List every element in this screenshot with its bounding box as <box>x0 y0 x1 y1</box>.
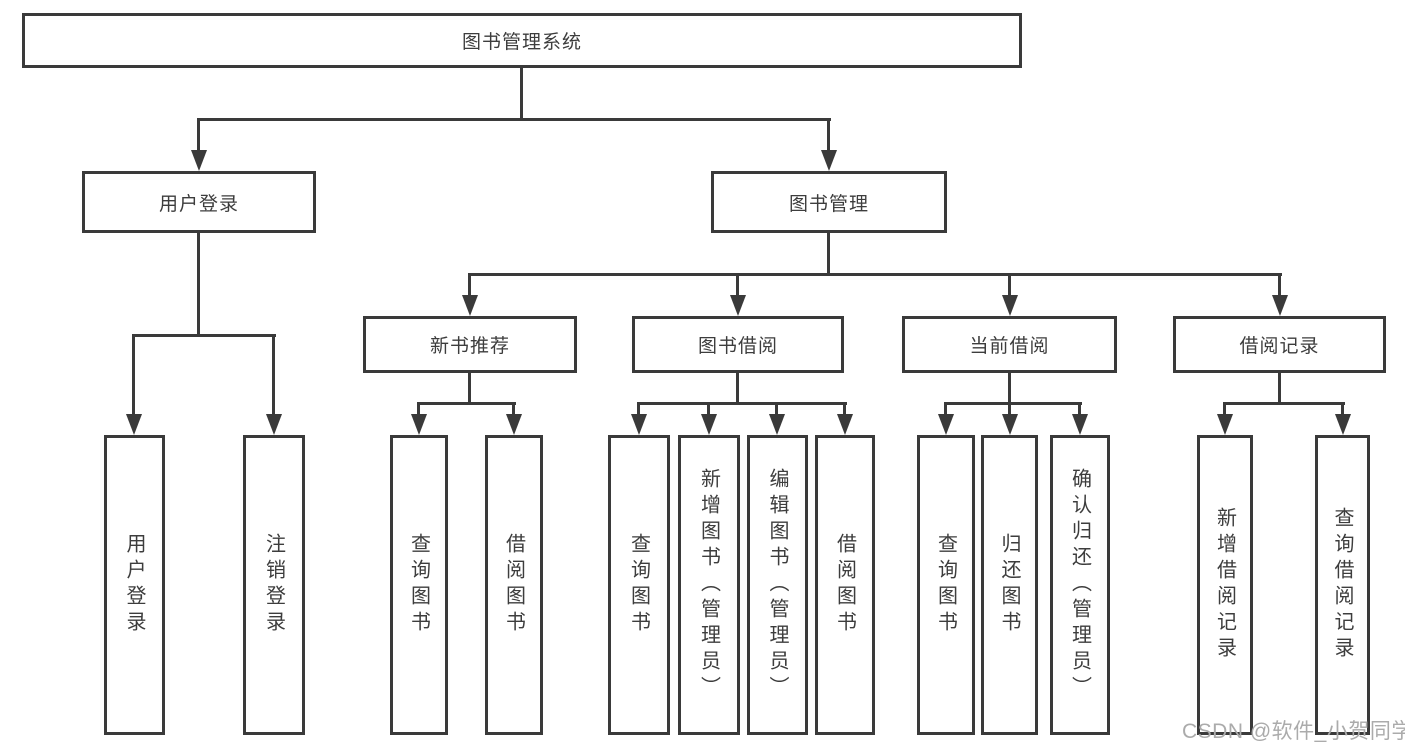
arrow-down-icon <box>462 295 478 316</box>
arrow-down-icon <box>266 414 282 435</box>
leaf-cb-query-books-label: 查询图书 <box>934 533 957 637</box>
leaf-br-add-record: 新增借阅记录 <box>1197 435 1253 735</box>
connector-line <box>132 334 135 416</box>
leaf-bb-edit-books-admin: 编辑图书（管理员） <box>747 435 808 735</box>
connector-line <box>944 402 1082 405</box>
connector-line <box>520 68 523 120</box>
arrow-down-icon <box>631 414 647 435</box>
leaf-user-login: 用户登录 <box>104 435 165 735</box>
arrow-down-icon <box>701 414 717 435</box>
arrow-down-icon <box>1335 414 1351 435</box>
node-borrowing-records-label: 借阅记录 <box>1239 336 1320 357</box>
connector-line <box>637 402 847 405</box>
connector-line <box>637 402 640 416</box>
arrow-down-icon <box>1072 414 1088 435</box>
leaf-logout-label: 注销登录 <box>262 533 285 637</box>
leaf-nb-query-books: 查询图书 <box>390 435 448 735</box>
leaf-bb-borrow-books: 借阅图书 <box>815 435 875 735</box>
connector-line <box>1008 373 1011 405</box>
leaf-br-query-record-label: 查询借阅记录 <box>1331 507 1353 663</box>
connector-line <box>736 373 739 405</box>
arrow-down-icon <box>1272 295 1288 316</box>
node-book-borrowing: 图书借阅 <box>632 316 844 373</box>
arrow-down-icon <box>411 414 427 435</box>
arrow-down-icon <box>938 414 954 435</box>
connector-line <box>944 402 947 416</box>
leaf-br-query-record: 查询借阅记录 <box>1315 435 1370 735</box>
leaf-nb-query-books-label: 查询图书 <box>407 533 430 637</box>
connector-line <box>132 334 276 337</box>
connector-line <box>827 118 830 152</box>
leaf-cb-return-books: 归还图书 <box>981 435 1038 735</box>
connector-line <box>1008 402 1011 416</box>
connector-line <box>1223 402 1345 405</box>
leaf-logout: 注销登录 <box>243 435 305 735</box>
node-current-borrowing-label: 当前借阅 <box>969 336 1050 357</box>
connector-line <box>1078 402 1081 416</box>
connector-line <box>512 402 515 416</box>
arrow-down-icon <box>191 150 207 171</box>
arrow-down-icon <box>1002 414 1018 435</box>
arrow-down-icon <box>837 414 853 435</box>
leaf-nb-borrow-books-label: 借阅图书 <box>502 533 525 637</box>
connector-line <box>1223 402 1226 416</box>
arrow-down-icon <box>730 295 746 316</box>
leaf-bb-borrow-books-label: 借阅图书 <box>833 533 856 637</box>
connector-line <box>468 273 471 297</box>
connector-line <box>1341 402 1344 416</box>
connector-line <box>775 402 778 416</box>
node-library-system-label: 图书管理系统 <box>461 32 582 53</box>
node-book-management: 图书管理 <box>711 171 947 233</box>
connector-line <box>197 233 200 336</box>
leaf-nb-borrow-books: 借阅图书 <box>485 435 543 735</box>
arrow-down-icon <box>769 414 785 435</box>
connector-line <box>468 373 471 405</box>
arrow-down-icon <box>126 414 142 435</box>
connector-line <box>1008 273 1011 297</box>
node-new-book-recommend-label: 新书推荐 <box>429 336 510 357</box>
node-borrowing-records: 借阅记录 <box>1173 316 1386 373</box>
arrow-down-icon <box>1217 414 1233 435</box>
arrow-down-icon <box>1002 295 1018 316</box>
leaf-bb-query-books: 查询图书 <box>608 435 670 735</box>
connector-line <box>417 402 516 405</box>
connector-line <box>197 118 831 121</box>
leaf-bb-add-books-admin: 新增图书（管理员） <box>678 435 740 735</box>
node-new-book-recommend: 新书推荐 <box>363 316 577 373</box>
leaf-br-add-record-label: 新增借阅记录 <box>1213 507 1236 663</box>
node-book-management-label: 图书管理 <box>788 193 869 215</box>
csdn-watermark: CSDN @软件_小贺同学 <box>1182 720 1405 743</box>
leaf-bb-query-books-label: 查询图书 <box>627 533 650 637</box>
leaf-bb-edit-books-admin-label: 编辑图书（管理员） <box>766 468 788 702</box>
node-library-system: 图书管理系统 <box>22 13 1022 68</box>
connector-line <box>468 273 1282 276</box>
leaf-cb-return-books-label: 归还图书 <box>998 533 1020 637</box>
leaf-cb-confirm-return-admin: 确认归还（管理员） <box>1050 435 1110 735</box>
leaf-cb-query-books: 查询图书 <box>917 435 975 735</box>
leaf-bb-add-books-admin-label: 新增图书（管理员） <box>697 468 720 702</box>
connector-line <box>272 334 275 416</box>
connector-line <box>1278 373 1281 405</box>
node-current-borrowing: 当前借阅 <box>902 316 1117 373</box>
connector-line <box>736 273 739 297</box>
arrow-down-icon <box>506 414 522 435</box>
connector-line <box>707 402 710 416</box>
connector-line <box>843 402 846 416</box>
connector-line <box>417 402 420 416</box>
leaf-user-login-label: 用户登录 <box>123 533 145 637</box>
node-user-login: 用户登录 <box>82 171 316 233</box>
connector-line <box>827 233 830 276</box>
node-user-login-label: 用户登录 <box>158 193 239 215</box>
connector-line <box>1278 273 1281 297</box>
connector-line <box>197 118 200 152</box>
leaf-cb-confirm-return-admin-label: 确认归还（管理员） <box>1068 468 1091 702</box>
node-book-borrowing-label: 图书借阅 <box>697 336 778 357</box>
arrow-down-icon <box>821 150 837 171</box>
